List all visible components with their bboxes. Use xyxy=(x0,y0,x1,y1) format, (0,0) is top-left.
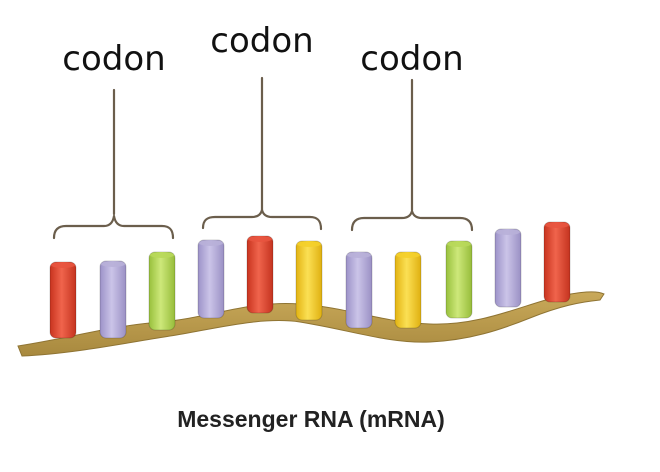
codon-bracket-3 xyxy=(350,78,474,232)
nucleotide-green-9 xyxy=(445,240,473,319)
diagram-caption: Messenger RNA (mRNA) xyxy=(177,406,445,432)
codon-bracket-1 xyxy=(52,88,175,240)
codon-bracket-2 xyxy=(201,76,323,231)
nucleotide-yellow-6 xyxy=(295,240,323,321)
codon-label-3: codon xyxy=(360,39,463,79)
codon-label-2: codon xyxy=(210,21,313,61)
nucleotide-purple-2 xyxy=(99,260,127,339)
codon-label-1: codon xyxy=(62,39,165,79)
nucleotide-purple-7 xyxy=(345,251,373,329)
nucleotide-red-1 xyxy=(49,261,77,339)
nucleotide-bases xyxy=(49,221,571,339)
rna-backbone xyxy=(17,291,605,357)
nucleotide-green-3 xyxy=(148,251,176,331)
nucleotide-purple-4 xyxy=(197,239,225,319)
nucleotide-yellow-8 xyxy=(394,251,422,329)
nucleotide-purple-10 xyxy=(494,228,522,308)
nucleotide-red-11 xyxy=(543,221,571,303)
nucleotide-red-5 xyxy=(246,235,274,314)
